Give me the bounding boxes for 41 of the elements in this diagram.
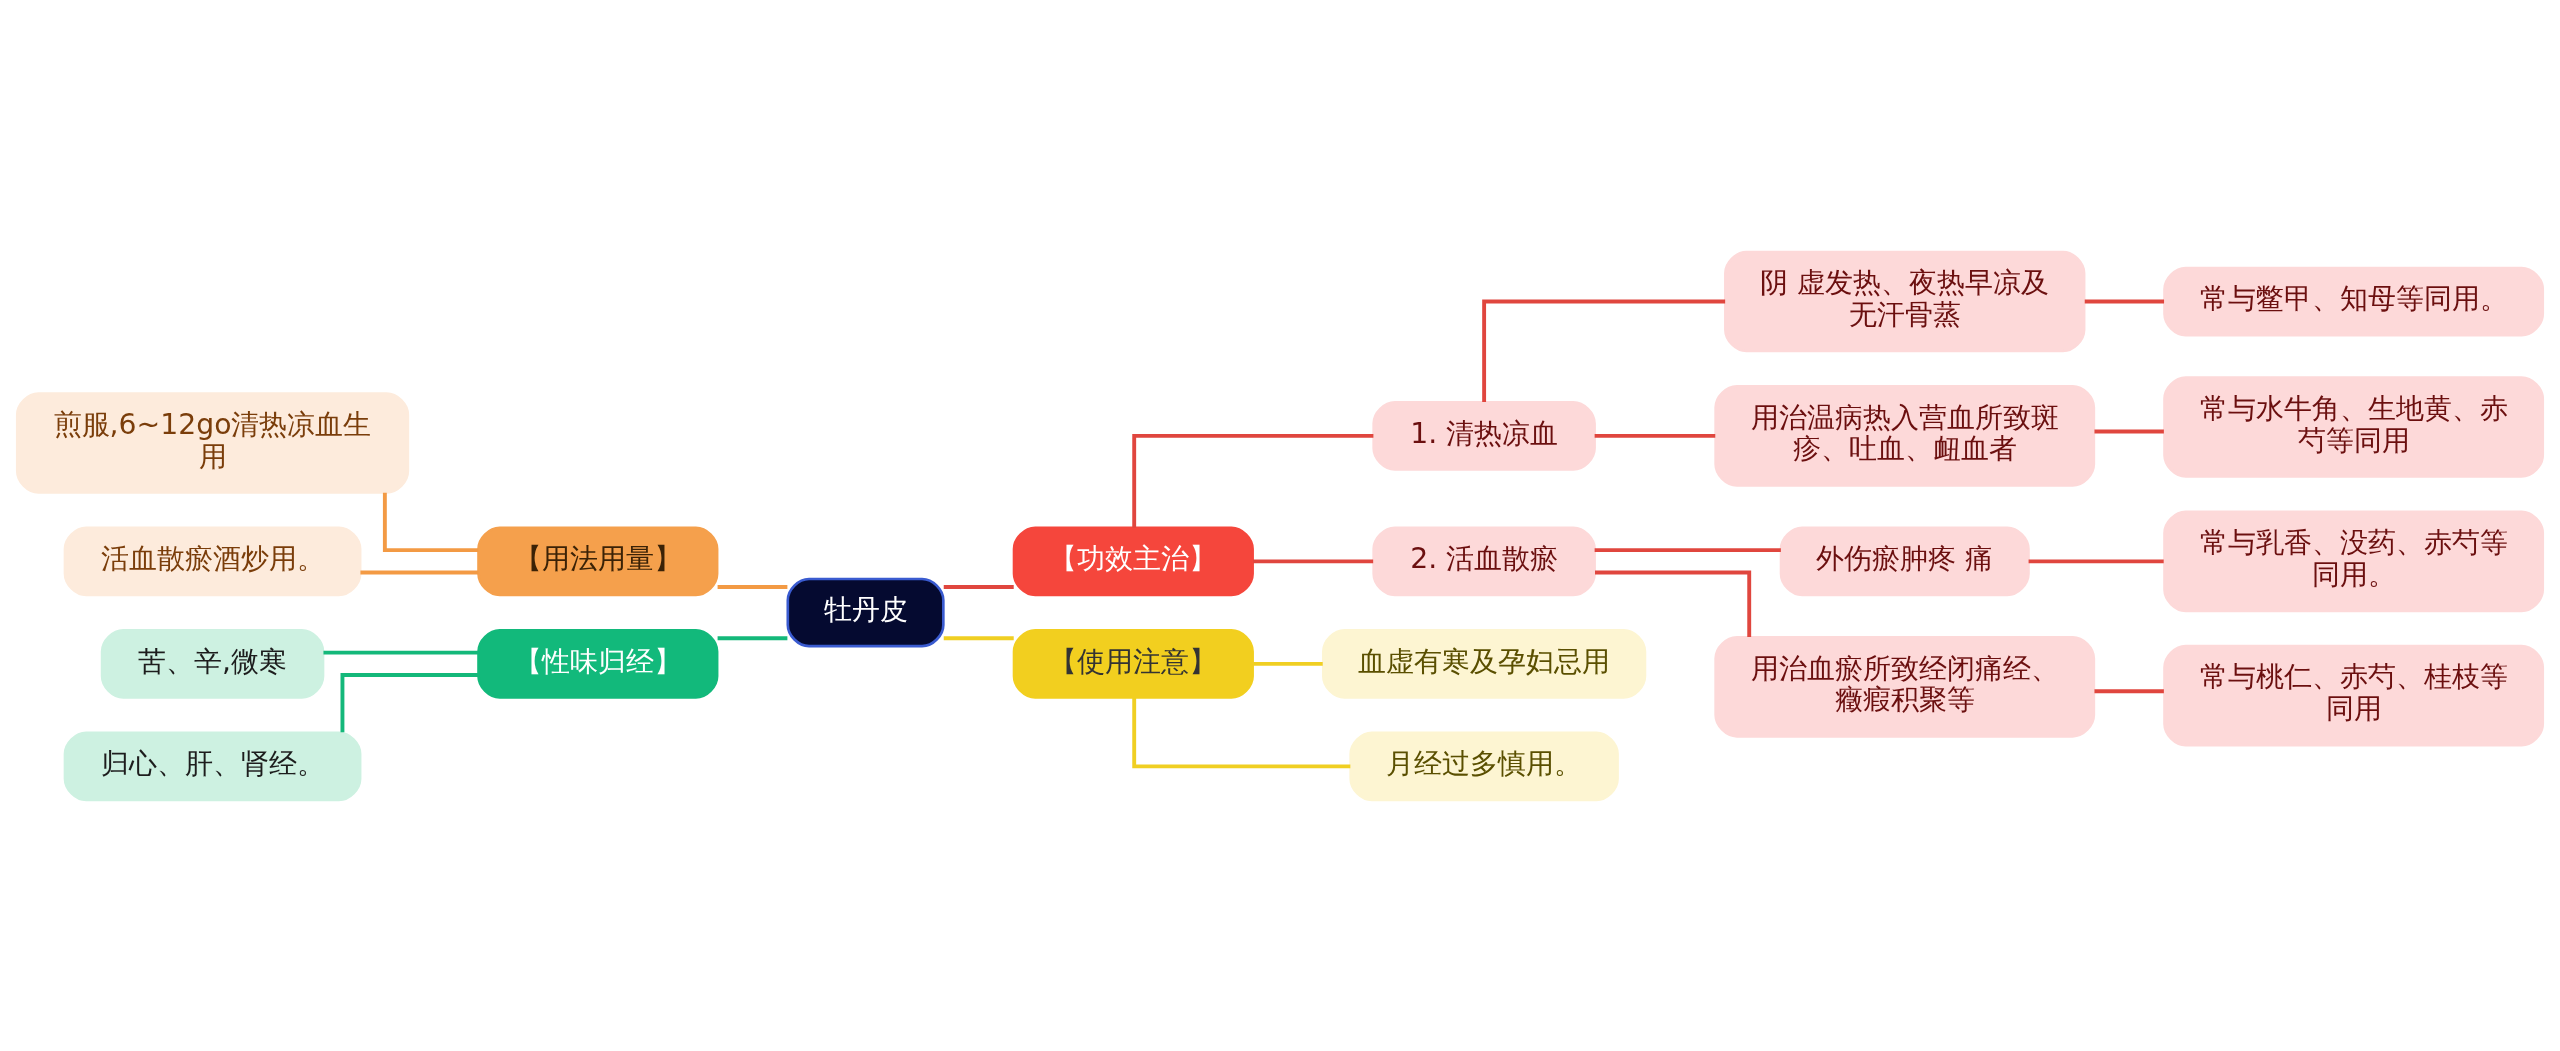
connector — [1253, 661, 1323, 666]
node-box: 2. 活血散瘀 — [1372, 525, 1596, 596]
connector — [2084, 299, 2165, 303]
connector — [1594, 433, 1716, 438]
node-box: 活血散瘀酒炒用。 — [63, 525, 362, 596]
node-box: 常与乳香、没药、赤芍等同用。 — [2163, 510, 2545, 612]
connector — [2094, 688, 2164, 693]
connector — [1482, 299, 1726, 402]
node-box: 外伤瘀肿疼 痛 — [1779, 525, 2030, 596]
node-box: 1. 清热凉血 — [1372, 400, 1596, 471]
connector — [943, 584, 1014, 589]
node-box: 用治血瘀所致经闭痛经、癥瘕积聚等 — [1714, 635, 2096, 738]
connector — [943, 635, 1014, 640]
connector — [323, 650, 479, 655]
node-box: 【用法用量】 — [477, 525, 719, 596]
node-box: 阴 虚发热、夜热早凉及无汗骨蒸 — [1724, 250, 2086, 352]
connector — [1595, 570, 1752, 637]
node-box: 常与鳖甲、知母等同用。 — [2163, 266, 2545, 336]
connector — [1132, 433, 1374, 528]
connector — [382, 492, 479, 552]
node-box: 【性味归经】 — [477, 628, 719, 699]
connector — [1132, 697, 1351, 768]
connector — [717, 635, 788, 640]
node-box: 常与桃仁、赤芍、桂枝等同用 — [2163, 644, 2545, 746]
node-box: 【功效主治】 — [1012, 525, 1254, 596]
node-box: 血虚有寒及孕妇忌用 — [1321, 628, 1647, 699]
node-box: 煎服,6~12go清热凉血生用 — [15, 391, 410, 494]
connector — [2028, 558, 2164, 563]
connector — [717, 584, 788, 589]
node-box: 常与水牛角、生地黄、赤芍等同用 — [2163, 375, 2545, 478]
node-box: 月经过多慎用。 — [1349, 730, 1619, 801]
node-box: 用治温病热入营血所致斑疹、吐血、衄血者 — [1714, 384, 2096, 487]
connector — [2094, 429, 2164, 433]
connector — [340, 672, 479, 732]
node-box: 牡丹皮 — [786, 577, 945, 647]
connector — [1594, 547, 1781, 552]
connector — [1253, 558, 1374, 563]
node-box: 苦、辛,微寒 — [100, 628, 325, 699]
node-box: 【使用注意】 — [1012, 628, 1254, 699]
node-box: 归心、肝、肾经。 — [63, 730, 362, 801]
connector — [360, 570, 479, 574]
